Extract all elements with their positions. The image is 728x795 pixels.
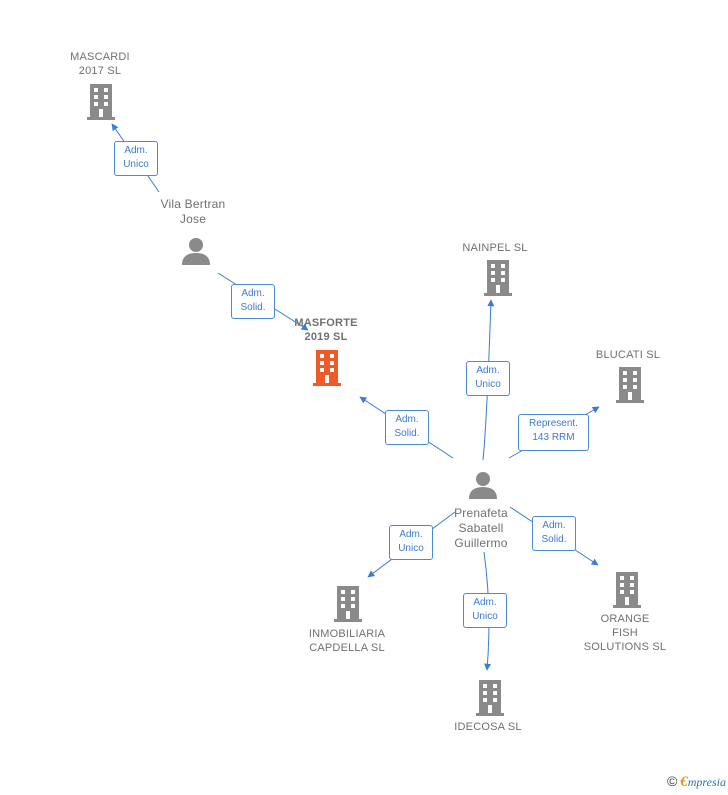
edge-label-line: Adm. [473, 597, 497, 608]
building-icon[interactable] [332, 586, 364, 622]
copyright-symbol: © [666, 773, 678, 789]
edge-label-line: 143 RRM [532, 432, 575, 443]
person-icon[interactable] [468, 470, 498, 500]
node-nainpel-label[interactable]: NAINPEL SL [445, 241, 545, 255]
edge-label-line: Represent. [529, 418, 578, 429]
edge-label-vila-mascardi[interactable]: Adm. Unico [114, 141, 158, 176]
edge-label-line: Unico [472, 611, 498, 622]
label-line: Prenafeta [454, 506, 508, 520]
label-line: SOLUTIONS SL [583, 641, 667, 653]
brand-logo-text: mpresia [687, 775, 726, 789]
edge-label-prenafeta-inmobiliaria[interactable]: Adm. Unico [389, 525, 433, 560]
node-inmobiliaria-label[interactable]: INMOBILIARIA CAPDELLA SL [297, 627, 397, 655]
edge-prenafeta-nainpel [482, 299, 495, 461]
edge-label-line: Unico [398, 543, 424, 554]
label-line: ORANGE [600, 613, 650, 625]
edge-label-prenafeta-nainpel[interactable]: Adm. Unico [466, 361, 510, 396]
label-line: Jose [179, 212, 207, 226]
building-icon[interactable] [85, 84, 117, 120]
person-icon[interactable] [181, 236, 211, 266]
building-icon[interactable] [474, 680, 506, 716]
label-line: MASCARDI [70, 51, 130, 63]
node-masforte-label[interactable]: MASFORTE 2019 SL [276, 316, 376, 344]
edge-label-line: Solid. [240, 302, 266, 313]
edge-label-line: Unico [475, 379, 501, 390]
copyright-footer: ©€mpresia [667, 773, 726, 791]
brand-logo-initial: € [680, 774, 688, 790]
label-line: BLUCATI SL [595, 349, 661, 361]
edge-label-line: Adm. [241, 288, 265, 299]
edge-label-vila-masforte[interactable]: Adm. Solid. [231, 284, 275, 319]
label-line: FISH [612, 627, 638, 639]
label-line: IDECOSA SL [454, 721, 522, 733]
edge-label-prenafeta-blucati[interactable]: Represent. 143 RRM [518, 414, 589, 451]
node-blucati-label[interactable]: BLUCATI SL [578, 348, 678, 362]
node-orange-label[interactable]: ORANGE FISH SOLUTIONS SL [575, 612, 675, 654]
node-vila-label[interactable]: Vila Bertran Jose [143, 197, 243, 227]
edge-label-prenafeta-orange[interactable]: Adm. Solid. [532, 516, 576, 551]
building-icon[interactable] [311, 350, 343, 386]
building-icon[interactable] [482, 260, 514, 296]
building-icon[interactable] [614, 367, 646, 403]
label-line: 2019 SL [304, 331, 348, 343]
label-line: Guillermo [454, 536, 508, 550]
edge-label-prenafeta-masforte[interactable]: Adm. Solid. [385, 410, 429, 445]
edge-label-line: Adm. [124, 145, 148, 156]
edge-label-prenafeta-idecosa[interactable]: Adm. Unico [463, 593, 507, 628]
edge-label-line: Adm. [395, 414, 419, 425]
edge-label-line: Adm. [542, 520, 566, 531]
node-mascardi-label[interactable]: MASCARDI 2017 SL [50, 50, 150, 78]
label-line: Sabatell [458, 521, 504, 535]
building-icon[interactable] [611, 572, 643, 608]
edge-label-line: Adm. [399, 529, 423, 540]
label-line: INMOBILIARIA [308, 628, 386, 640]
label-line: 2017 SL [78, 65, 122, 77]
node-idecosa-label[interactable]: IDECOSA SL [438, 720, 538, 734]
edge-label-line: Adm. [476, 365, 500, 376]
edge-label-line: Solid. [541, 534, 567, 545]
label-line: CAPDELLA SL [309, 642, 385, 654]
label-line: NAINPEL SL [462, 242, 528, 254]
label-line: Vila Bertran [160, 197, 226, 211]
edge-label-line: Solid. [394, 428, 420, 439]
node-prenafeta-label[interactable]: Prenafeta Sabatell Guillermo [431, 506, 531, 551]
edge-label-line: Unico [123, 159, 149, 170]
label-line: MASFORTE [294, 317, 358, 329]
